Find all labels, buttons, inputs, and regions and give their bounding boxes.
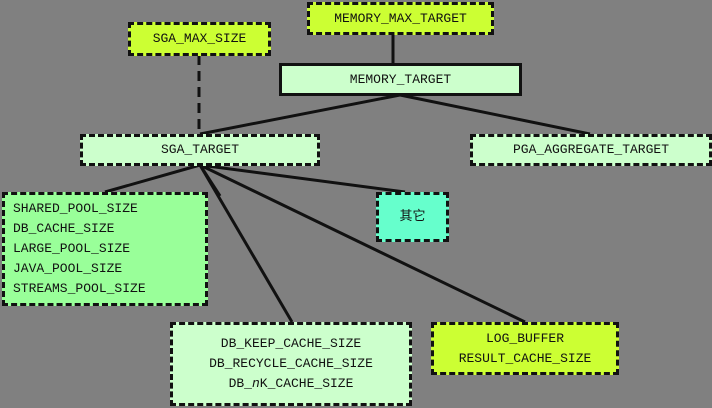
other-node: 其它 [376, 192, 449, 242]
memory-target-node: MEMORY_TARGET [279, 63, 522, 96]
nk-italic: n [251, 376, 260, 391]
pga-aggregate-target-node: PGA_AGGREGATE_TARGET [470, 134, 712, 166]
node-label: DB_RECYCLE_CACHE_SIZE [209, 356, 373, 371]
line-sga-log [199, 163, 526, 324]
node-label: SGA_TARGET [160, 142, 239, 157]
sga-max-size-node: SGA_MAX_SIZE [128, 22, 271, 56]
node-label: RESULT_CACHE_SIZE [458, 350, 592, 366]
node-label: LARGE_POOL_SIZE [13, 241, 131, 256]
memory-max-target-node: MEMORY_MAX_TARGET [307, 2, 494, 35]
node-label: JAVA_POOL_SIZE [13, 261, 123, 276]
node-label: DB_CACHE_SIZE [13, 221, 115, 236]
node-label-nk: DB_nK_CACHE_SIZE [229, 374, 354, 394]
cache-sizes-node: DB_KEEP_CACHE_SIZE DB_RECYCLE_CACHE_SIZE… [170, 322, 412, 406]
node-label: STREAMS_POOL_SIZE [13, 281, 146, 296]
node-label: MEMORY_MAX_TARGET [334, 10, 467, 26]
node-label: LOG_BUFFER [485, 330, 564, 346]
line-sga-pools [104, 163, 201, 194]
auto-pools-node: SHARED_POOL_SIZE DB_CACHE_SIZE LARGE_POO… [2, 192, 208, 306]
node-label: MEMORY_TARGET [349, 71, 452, 87]
node-label: SHARED_POOL_SIZE [13, 201, 138, 216]
nk-prefix: DB_ [228, 376, 252, 391]
node-label: SGA_MAX_SIZE [152, 31, 247, 46]
line-sga-pools-2 [198, 164, 222, 197]
nk-suffix: K_CACHE_SIZE [259, 376, 354, 391]
line-mt-sga [199, 93, 401, 136]
line-sga-other [199, 163, 406, 194]
line-mt-pga [399, 93, 591, 136]
sga-target-node: SGA_TARGET [80, 134, 320, 166]
node-label: 其它 [399, 209, 426, 224]
node-label: DB_KEEP_CACHE_SIZE [220, 336, 362, 351]
node-label: PGA_AGGREGATE_TARGET [512, 142, 670, 157]
log-buffer-node: LOG_BUFFER RESULT_CACHE_SIZE [431, 322, 619, 375]
